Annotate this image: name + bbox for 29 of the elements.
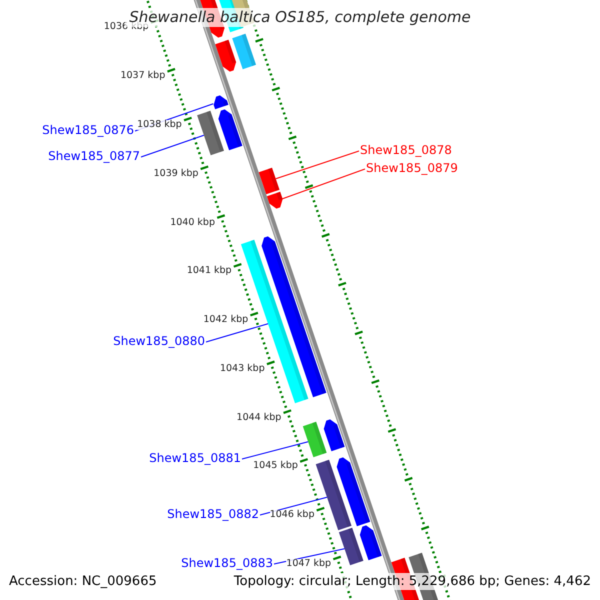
gene-bar: [338, 528, 364, 566]
leader-line: [242, 441, 309, 460]
scale-label: 1045 kbp: [253, 461, 298, 471]
leader-line: [274, 548, 345, 564]
gene-bar: [302, 422, 327, 458]
scale-label: 1042 kbp: [203, 315, 248, 325]
gene-label: Shew185_0879: [366, 162, 458, 174]
gene-label: Shew185_0881: [149, 452, 241, 464]
gene-bar: [214, 95, 228, 110]
scale-label: 1040 kbp: [170, 218, 215, 228]
scale-label: 1044 kbp: [236, 412, 282, 422]
scale-label: 1037 kbp: [120, 71, 166, 81]
gene-label: Shew185_0882: [167, 508, 259, 520]
scale-label: 1038 kbp: [137, 120, 182, 130]
gene-label: Shew185_0880: [113, 335, 205, 347]
gene-bar: [266, 192, 283, 209]
gene-bar: [258, 168, 280, 194]
gene-bar: [197, 110, 224, 156]
scale-label: 1043 kbp: [220, 364, 265, 374]
gene-label: Shew185_0883: [181, 557, 273, 569]
leader-line: [275, 150, 360, 180]
leader-line: [260, 496, 328, 516]
leader-line: [282, 168, 366, 200]
gene-bar: [316, 460, 352, 530]
gene-label: Shew185_0876: [42, 124, 134, 136]
leader-line: [140, 134, 204, 158]
leader-line: [206, 323, 268, 342]
gene-label: Shew185_0877: [48, 150, 140, 162]
gene-label: Shew185_0878: [360, 144, 452, 156]
